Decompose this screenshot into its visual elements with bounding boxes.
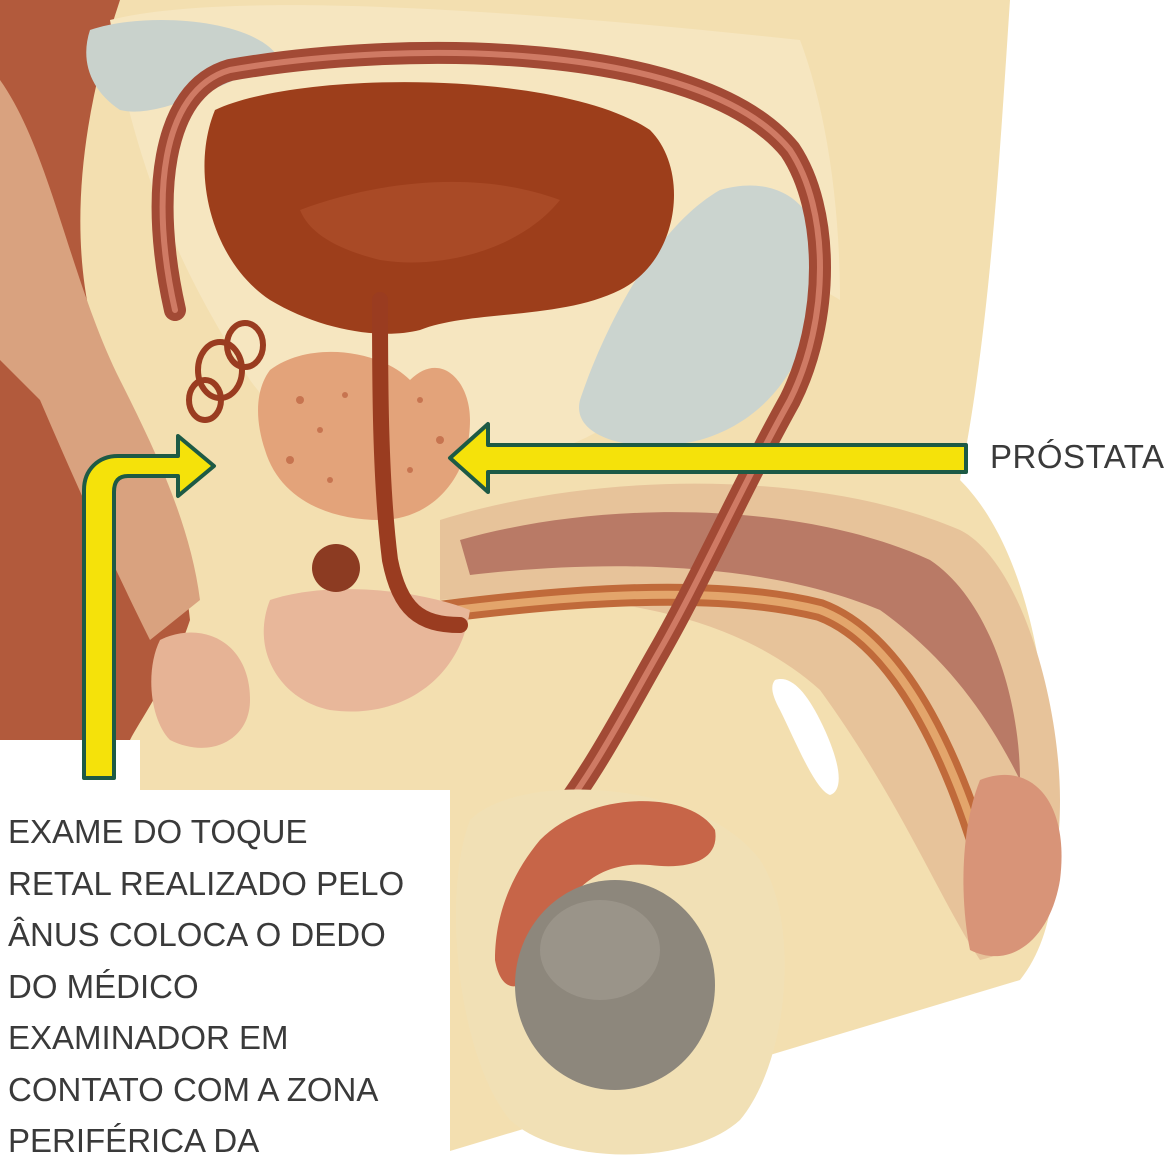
caption-line: RETAL REALIZADO PELO <box>8 858 448 910</box>
caption-line: EXAME DO TOQUE <box>8 806 448 858</box>
testis-highlight <box>540 900 660 1000</box>
caption-line: ÂNUS COLOCA O DEDO <box>8 909 448 961</box>
bulbourethral-gland <box>312 544 360 592</box>
caption-line: PERIFÉRICA DA <box>8 1115 448 1167</box>
caption-line: CONTATO COM A ZONA <box>8 1064 448 1116</box>
rectal-exam-caption: EXAME DO TOQUE RETAL REALIZADO PELO ÂNUS… <box>8 806 448 1167</box>
caption-line: EXAMINADOR EM <box>8 1012 448 1064</box>
caption-line: DO MÉDICO <box>8 961 448 1013</box>
prostate-label: PRÓSTATA <box>990 438 1165 476</box>
